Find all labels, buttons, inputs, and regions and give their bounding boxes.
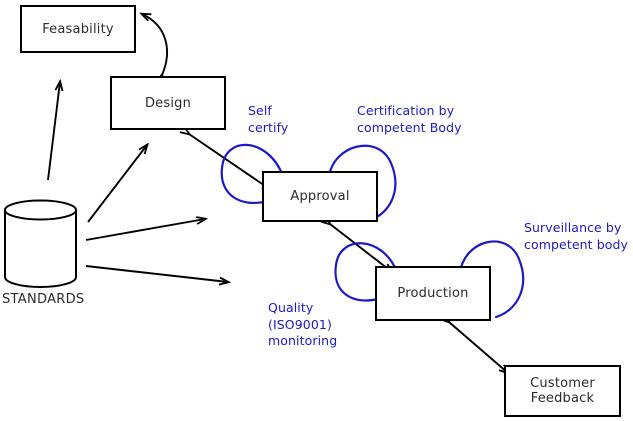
connector-design-approval xyxy=(189,134,271,190)
annotation-quality-iso9001-monitoring: Quality (ISO9001) monitoring xyxy=(268,300,338,348)
node-customer-feedback[interactable]: Customer Feedback xyxy=(504,365,621,417)
node-production-label: Production xyxy=(397,286,469,301)
connector-standards-approval xyxy=(85,219,205,241)
annotation-self-certify: Self certify xyxy=(248,103,289,135)
connector-standards-feasability xyxy=(47,82,60,181)
node-feasability[interactable]: Feasability xyxy=(20,5,136,53)
connector-production-customer-feedback xyxy=(449,322,508,373)
node-customer-feedback-label: Customer Feedback xyxy=(530,376,595,406)
annotation-certification-by-competent-body: Certification by competent Body xyxy=(357,103,462,135)
connector-approval-production xyxy=(330,224,392,272)
annotation-surveillance-by-competent-body: Surveillance by competent body xyxy=(524,220,629,252)
standards-datastore xyxy=(2,197,80,292)
connector-standards-production xyxy=(85,265,228,282)
standards-label: STANDARDS xyxy=(2,292,85,307)
node-approval[interactable]: Approval xyxy=(262,171,378,222)
node-production[interactable]: Production xyxy=(375,266,491,321)
cylinder-icon xyxy=(4,199,77,289)
connector-standards-design xyxy=(87,145,147,223)
node-design-label: Design xyxy=(144,95,192,111)
loop-approval-certification xyxy=(329,144,397,222)
node-feasability-label: Feasability xyxy=(42,21,114,37)
loop-production-surveillance xyxy=(460,240,525,319)
connector-feasability-design xyxy=(142,14,168,75)
node-design[interactable]: Design xyxy=(110,76,226,130)
node-approval-label: Approval xyxy=(290,189,350,204)
